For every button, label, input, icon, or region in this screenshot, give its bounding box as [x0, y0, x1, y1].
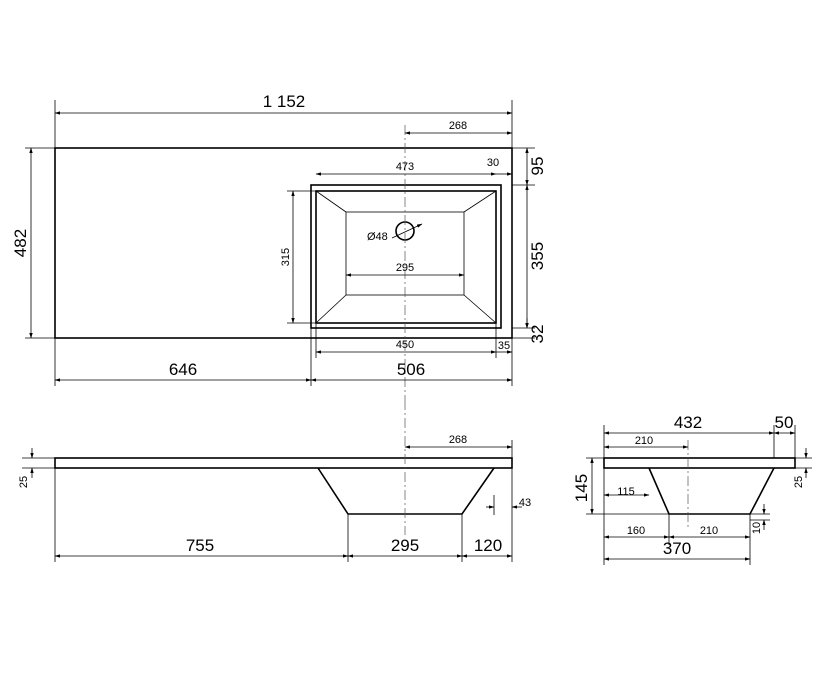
dim-bowl-outer-width: 506 [397, 360, 425, 379]
dim-side-bowl-span: 370 [663, 539, 691, 558]
dim-side-back-lip: 50 [775, 413, 794, 432]
bowl-outer-rim [310, 184, 502, 329]
dim-side-thickness: 25 [793, 476, 805, 488]
countertop-outline [54, 147, 513, 339]
front-slab [54, 457, 513, 469]
dim-back-margin: 95 [528, 157, 547, 176]
dim-right-margin-bottom: 35 [498, 340, 510, 352]
dim-side-height: 145 [572, 474, 591, 502]
dim-bowl-inner-width-top: 473 [396, 161, 414, 173]
dim-overall-width: 1 152 [263, 92, 306, 111]
side-view: 432 50 210 145 115 25 10 160 210 [572, 413, 812, 565]
side-slab [603, 457, 796, 469]
dim-front-right-length: 120 [474, 536, 502, 555]
dim-front-right-edge: 43 [519, 497, 531, 509]
dim-side-front-offset: 160 [627, 525, 645, 537]
dim-side-drain-offset: 210 [635, 435, 653, 447]
dim-bowl-offset-top: 268 [449, 120, 467, 132]
dim-front-margin: 32 [528, 325, 547, 344]
dim-side-base-thickness: 10 [751, 522, 763, 534]
dim-front-left-length: 755 [186, 536, 214, 555]
bowl-inner-rim [315, 190, 497, 324]
front-view: 268 25 43 755 295 120 [18, 400, 531, 562]
dim-bowl-bottom-width: 295 [396, 262, 414, 274]
dim-bowl-depth: 355 [528, 242, 547, 270]
dim-bowl-inner-width-bottom: 450 [396, 339, 414, 351]
dim-front-thickness: 25 [18, 476, 30, 488]
top-view: 1 152 268 473 30 95 355 32 482 315 Ø4 [11, 92, 547, 400]
dim-side-total-depth: 432 [674, 413, 702, 432]
dim-right-margin-top: 30 [487, 157, 499, 169]
dim-overall-depth: 482 [11, 229, 30, 257]
dim-bowl-height-left: 315 [280, 248, 292, 266]
dim-front-bowl-offset: 268 [449, 434, 467, 446]
dim-left-counter: 646 [169, 360, 197, 379]
drain-label: Ø48 [367, 231, 388, 243]
dim-side-inner-offset: 115 [617, 486, 635, 498]
dim-front-bottom-width: 295 [391, 536, 419, 555]
front-bowl-profile [317, 467, 495, 515]
dim-side-bottom-width: 210 [700, 525, 718, 537]
side-bowl-profile [648, 467, 775, 515]
